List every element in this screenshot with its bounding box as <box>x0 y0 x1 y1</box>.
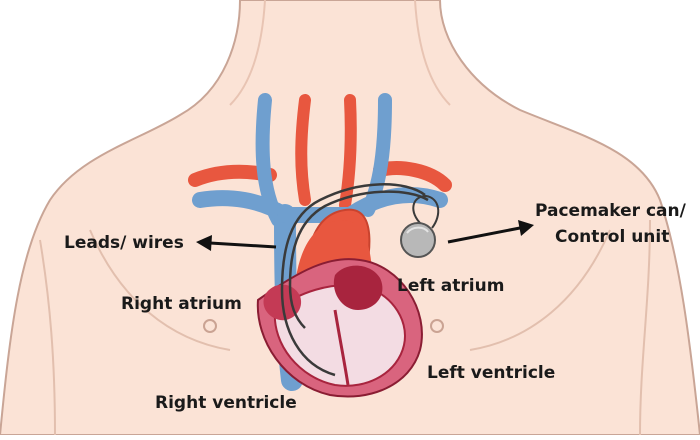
label-left-atrium: Left atrium <box>397 276 505 296</box>
chest-contour-left <box>89 229 231 351</box>
pacemaker-arrow-line <box>447 226 521 244</box>
nipple-right <box>430 319 444 333</box>
carotid-artery-left <box>295 94 311 206</box>
septum <box>333 309 350 386</box>
pacemaker-arrow-head <box>518 220 534 236</box>
left-atrium-shape <box>333 265 383 310</box>
carotid-artery-right <box>339 94 357 211</box>
lead-wire-2 <box>288 190 429 329</box>
label-right-atrium: Right atrium <box>121 294 242 314</box>
label-leads-wires: Leads/ wires <box>64 233 184 253</box>
leads-arrow-line <box>209 241 277 249</box>
label-right-ventricle: Right ventricle <box>155 393 297 413</box>
leads-arrow-head <box>196 235 212 251</box>
chest-contour-right <box>469 229 611 351</box>
lead-loop <box>412 194 440 229</box>
label-pacemaker-can: Pacemaker can/ <box>535 201 686 221</box>
nipple-left <box>203 319 217 333</box>
pacemaker-can-highlight <box>406 226 429 234</box>
lead-wire-1 <box>280 183 426 377</box>
label-control-unit: Control unit <box>555 227 670 247</box>
neck-shading <box>229 0 451 106</box>
shoulder-contour-right <box>639 219 651 436</box>
shoulder-contour-left <box>39 239 56 436</box>
label-left-ventricle: Left ventricle <box>427 363 556 383</box>
